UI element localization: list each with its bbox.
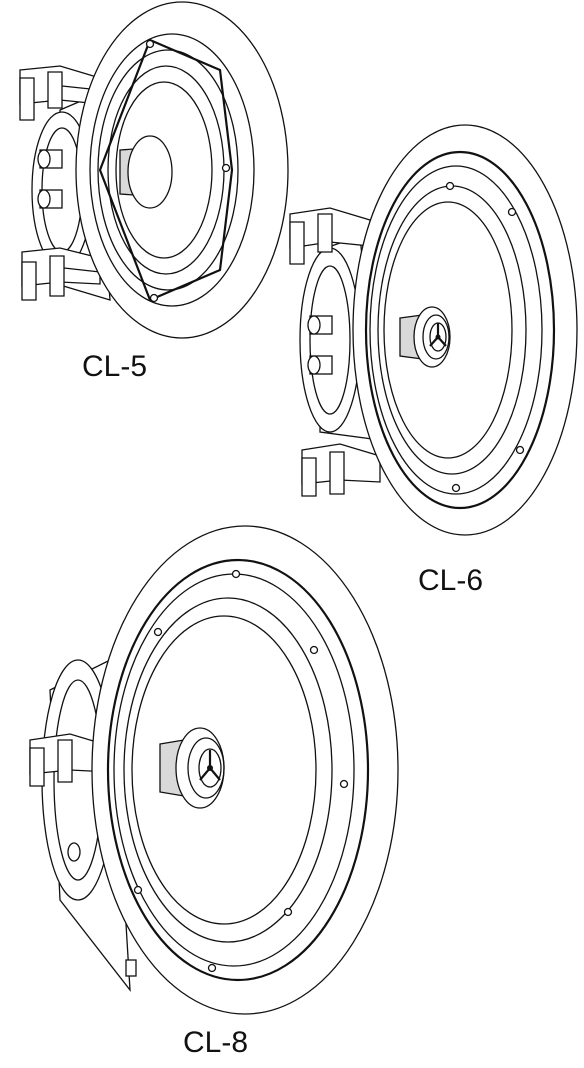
cl6-mounting-clip-top xyxy=(289,207,371,265)
cl5-front-bezel xyxy=(75,1,289,339)
speaker-label-cl5: CL-5 xyxy=(82,350,148,383)
cl5-mounting-clip-bottom xyxy=(21,247,101,301)
cl6-mounting-clip-bottom xyxy=(301,443,381,497)
cl6-tweeter xyxy=(399,306,451,368)
speaker-label-cl8: CL-8 xyxy=(183,1026,249,1059)
cl5-dust-cap xyxy=(119,135,173,209)
cl8-tweeter xyxy=(159,727,225,809)
cl8-rear-housing xyxy=(41,658,137,993)
cl8-front-bezel xyxy=(91,525,399,1015)
cl6-front-bezel xyxy=(352,124,578,536)
cl6-screws xyxy=(445,181,525,493)
cl5-screws xyxy=(145,39,231,303)
speaker-cl8-drawing xyxy=(29,525,399,1015)
speaker-label-cl6: CL-6 xyxy=(418,564,484,597)
speaker-cl5-drawing xyxy=(19,1,289,339)
cl8-mounting-clip xyxy=(29,733,111,787)
cl8-screws xyxy=(133,569,349,973)
speaker-cl6-drawing xyxy=(289,124,578,536)
cl5-mounting-clip-top xyxy=(19,65,101,121)
